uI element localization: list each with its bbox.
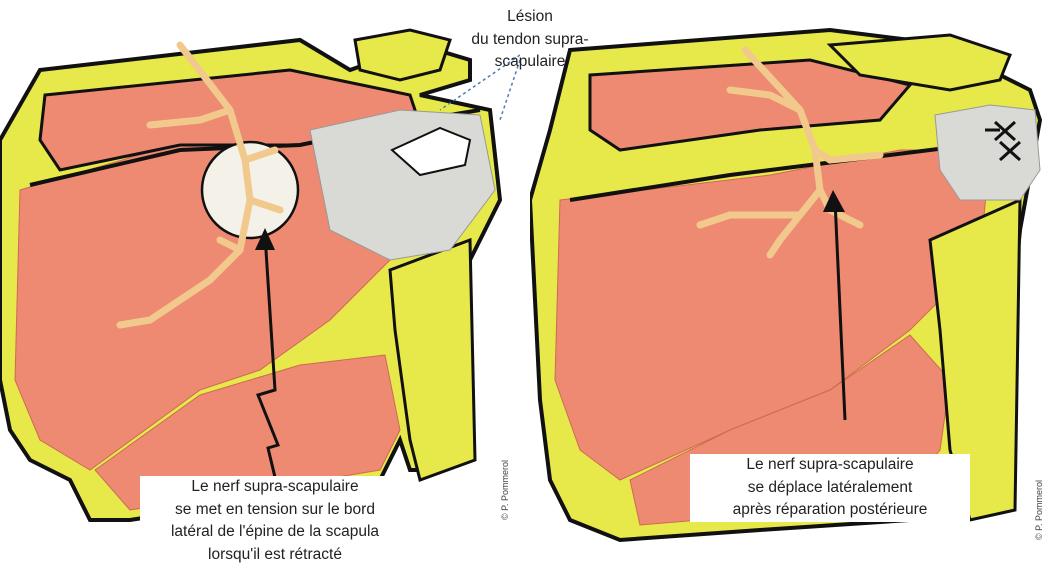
right-illustration-panel: Le nerf supra-scapulaire se déplace laté… <box>530 0 1048 583</box>
left-caption-line-2: se met en tension sur le bord <box>140 499 410 522</box>
acromion <box>355 30 450 80</box>
left-illustration-panel: Lésion du tendon supra- scapulaire Le ne… <box>0 0 520 583</box>
right-credit: © P. Pommerol <box>1034 480 1044 540</box>
right-caption-line-1: Le nerf supra-scapulaire <box>690 454 970 477</box>
repaired-tendon <box>935 105 1040 200</box>
right-caption: Le nerf supra-scapulaire se déplace laté… <box>690 454 970 522</box>
left-caption-line-3: latéral de l'épine de la scapula <box>140 521 410 544</box>
left-caption: Le nerf supra-scapulaire se met en tensi… <box>140 476 410 566</box>
right-caption-line-2: se déplace latéralement <box>690 477 970 500</box>
left-caption-line-1: Le nerf supra-scapulaire <box>140 476 410 499</box>
right-caption-line-3: après réparation postérieure <box>690 499 970 522</box>
left-caption-line-4: lorsqu'il est rétracté <box>140 544 410 567</box>
left-credit: © P. Pommerol <box>500 460 510 520</box>
